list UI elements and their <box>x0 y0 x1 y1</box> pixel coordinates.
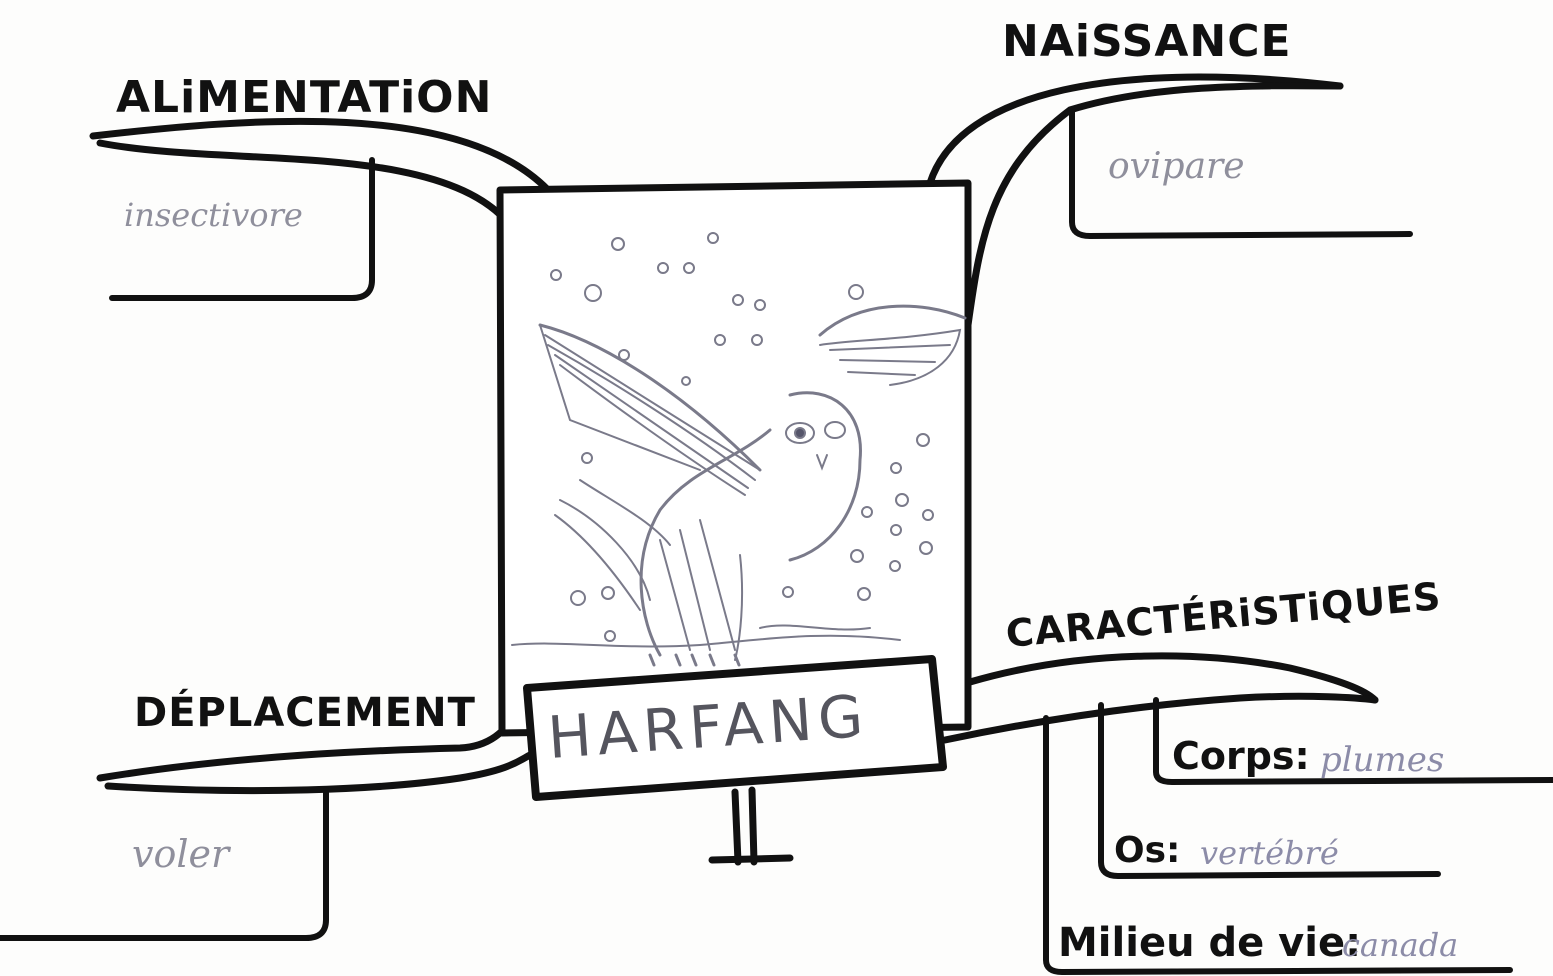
value-corps: plumes <box>1320 740 1444 780</box>
branch-naissance-shape <box>930 77 1410 325</box>
answer-naissance: ovipare <box>1108 146 1245 187</box>
heading-naissance: NAiSSANCE <box>1002 16 1292 67</box>
label-os: Os: <box>1114 830 1180 871</box>
label-milieu-de-vie: Milieu de vie: <box>1058 920 1361 966</box>
answer-alimentation: insectivore <box>124 196 303 234</box>
value-os: vertébré <box>1200 834 1339 872</box>
heading-deplacement: DÉPLACEMENT <box>134 690 476 736</box>
answer-deplacement: voler <box>132 832 229 876</box>
label-corps: Corps: <box>1172 734 1310 778</box>
value-milieu-de-vie: canada <box>1342 926 1458 964</box>
central-picture-frame <box>500 183 968 733</box>
heading-alimentation: ALiMENTATiON <box>116 72 492 123</box>
